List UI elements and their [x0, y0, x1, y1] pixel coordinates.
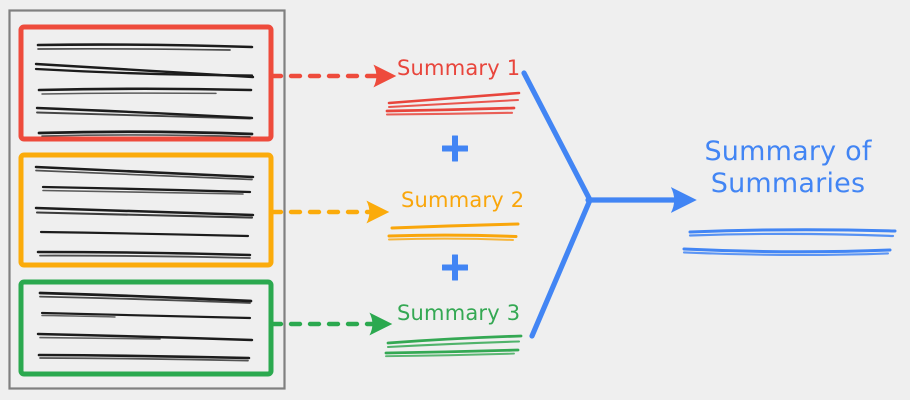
merge-connector	[521, 70, 697, 339]
source-documents-frame	[8, 9, 286, 390]
chunk-1-border	[18, 24, 274, 142]
plus-operator-2	[442, 254, 468, 281]
summary-2-underlines	[387, 222, 520, 241]
plus-operator-1	[442, 135, 468, 162]
document-chunk-3[interactable]	[18, 279, 274, 377]
summary-2-label: Summary 2	[401, 188, 525, 212]
summary-3-label: Summary 3	[397, 301, 521, 325]
chunk-1-text-lines	[34, 43, 255, 138]
final-output-underlines	[682, 228, 897, 257]
merge-branch-bottom	[529, 197, 593, 339]
merge-branch-top	[521, 70, 593, 203]
chunk-2-border	[18, 152, 274, 268]
final-output-label: Summary of Summaries	[704, 136, 872, 199]
document-chunk-2[interactable]	[18, 152, 274, 268]
summary-1-label: Summary 1	[397, 56, 521, 80]
summary-1-underlines	[385, 91, 521, 116]
chunk-3-border	[18, 279, 274, 377]
chunk-2-text-lines	[34, 165, 255, 259]
document-chunk-1[interactable]	[18, 24, 274, 142]
summary-3-underlines	[384, 334, 523, 358]
chunk-3-text-lines	[36, 291, 254, 362]
